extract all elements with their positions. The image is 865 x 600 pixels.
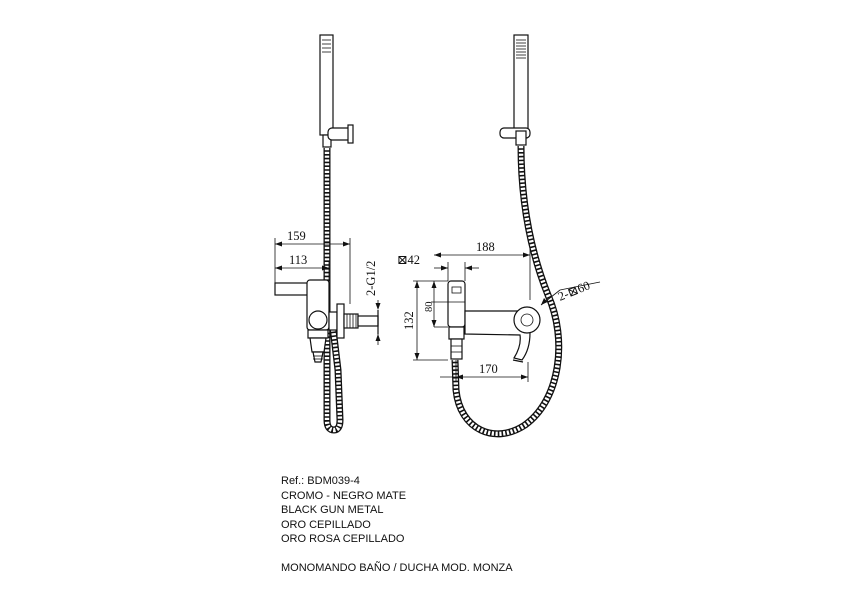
dimension-170: 170 [479,362,498,376]
side-view-hose [323,148,344,434]
model-name: MONOMANDO BAÑO / DUCHA MOD. MONZA [281,562,513,574]
front-view-dimensions [413,249,601,382]
side-view-dimensions [274,238,381,345]
front-view: ⊠42 188 132 80 170 2-⊠60 [397,34,601,438]
product-caption: Ref.: BDM039-4 CROMO - NEGRO MATE BLACK … [281,474,406,547]
dimension-square-60: 2-⊠60 [556,278,592,303]
front-view-mixer [447,280,541,363]
front-view-hose [451,145,563,438]
reference-code: Ref.: BDM039-4 [281,475,360,487]
dimension-square-42: ⊠42 [397,253,420,267]
finish-option-4: ORO ROSA CEPILLADO [281,533,405,546]
side-view-wall-connection [328,303,379,339]
dimension-113: 113 [289,253,307,267]
dimension-188: 188 [476,240,495,254]
finish-option-1: CROMO - NEGRO MATE [281,489,407,502]
dimension-159: 159 [287,229,306,243]
dimension-80: 80 [424,302,435,313]
side-view-mixer-body [274,279,330,363]
dimension-132: 132 [402,311,416,330]
front-view-hand-shower [499,34,531,146]
dimension-thread-g1-2: 2-G1/2 [364,261,378,296]
side-view: 159 113 2-G1/2 [274,34,381,434]
side-view-hand-shower [319,34,334,148]
finish-option-3: ORO CEPILLADO [281,518,371,531]
side-view-shower-holder [327,124,354,144]
finish-option-2: BLACK GUN METAL [281,504,384,517]
